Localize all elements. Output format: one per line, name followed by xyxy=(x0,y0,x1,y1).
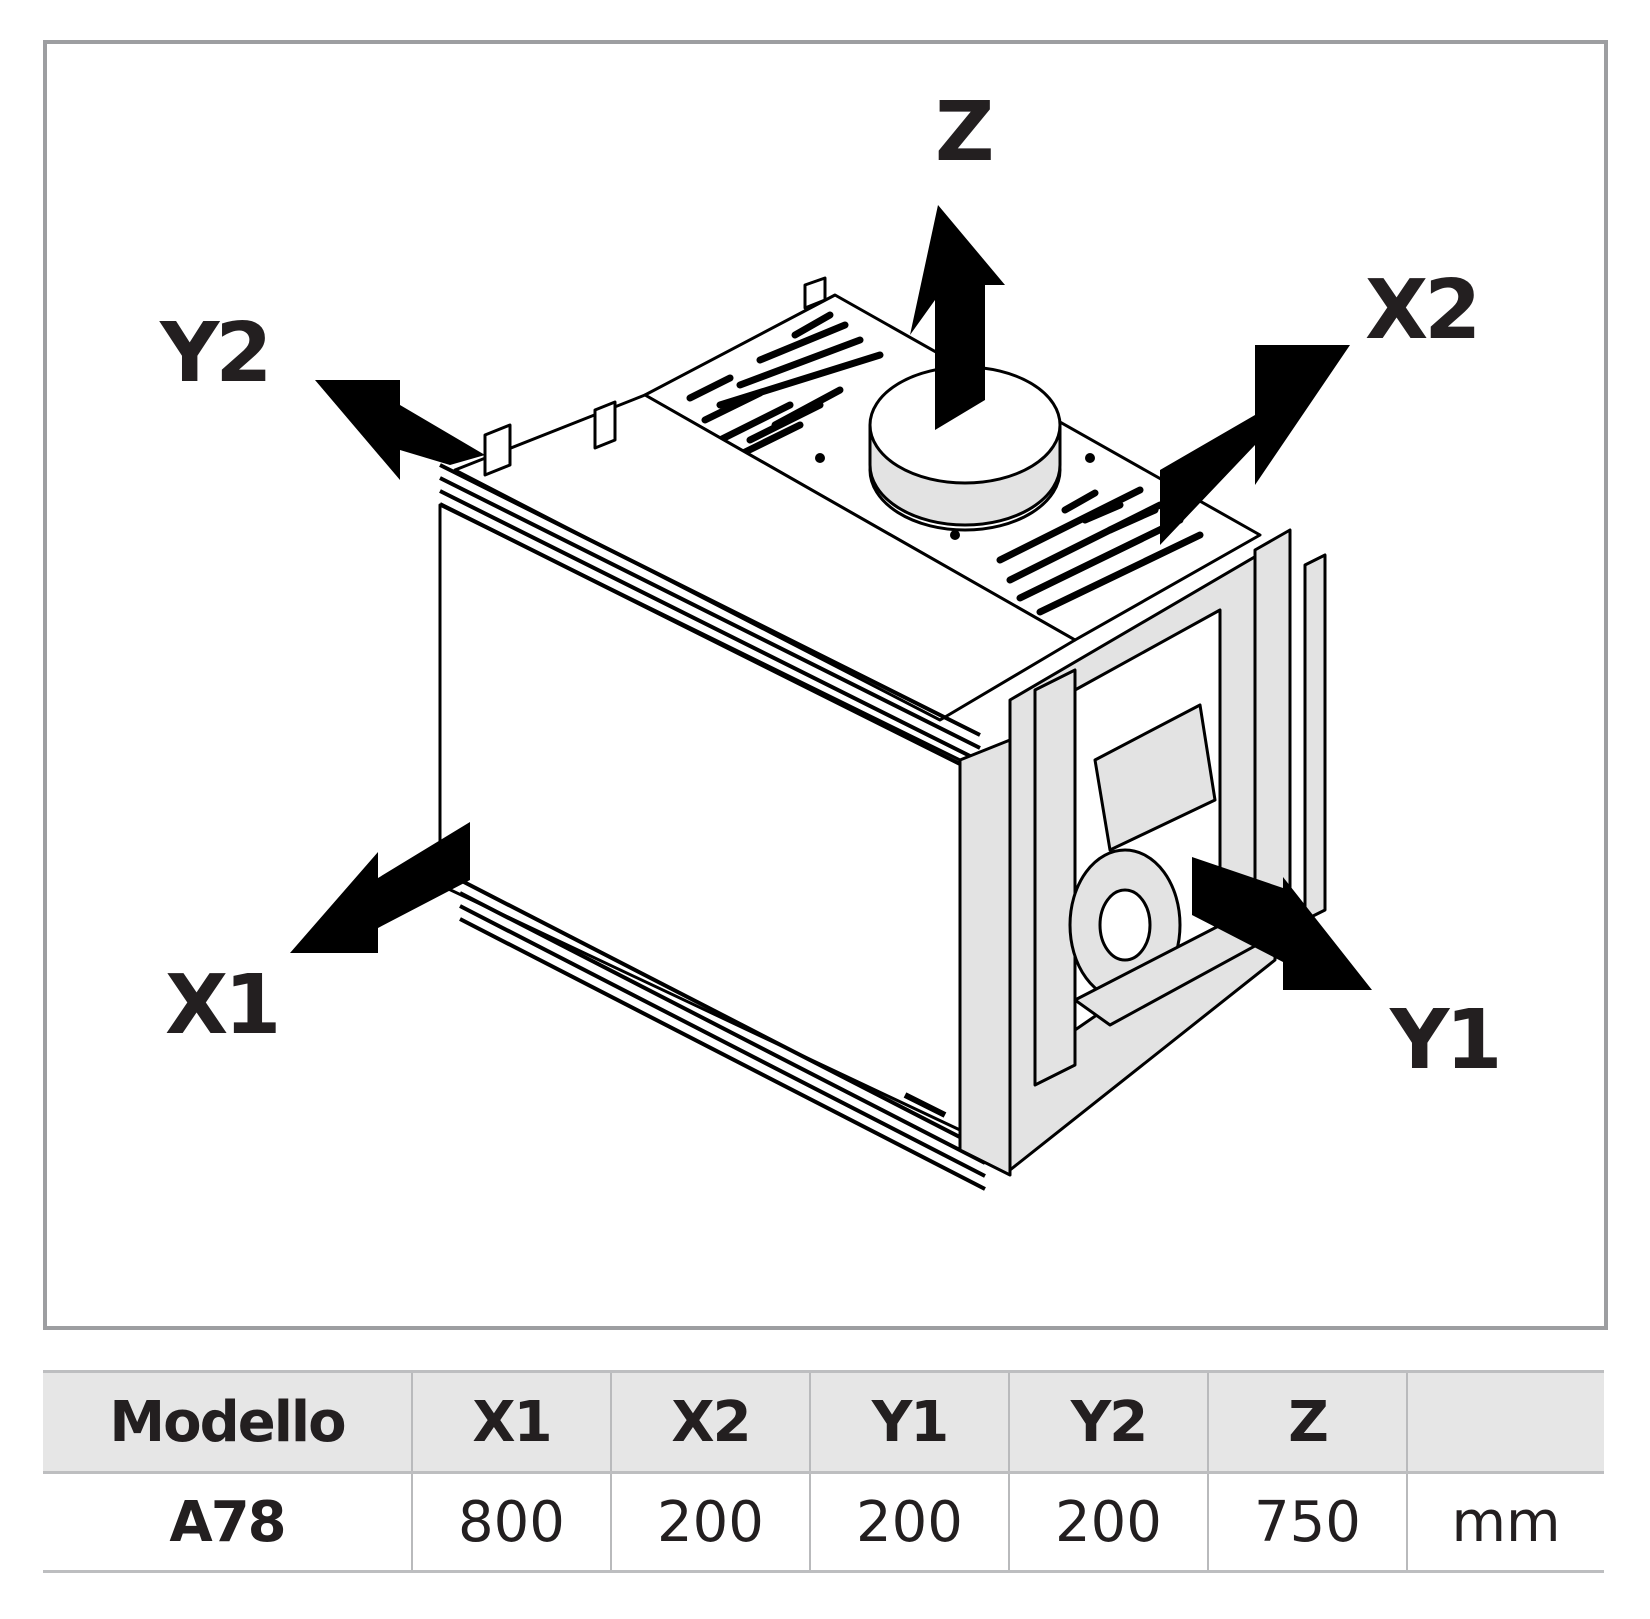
arrow-z-icon xyxy=(910,205,1005,430)
fireplace-body xyxy=(438,276,1327,1191)
header-y1: Y1 xyxy=(809,1371,1010,1473)
arrow-x2-icon xyxy=(1160,345,1350,545)
back-bracket-top xyxy=(803,276,827,310)
side-upright-back xyxy=(1253,528,1292,927)
label-x1: X1 xyxy=(165,958,281,1053)
table-row: A78 800 200 200 200 750 mm xyxy=(43,1472,1604,1572)
label-z: Z xyxy=(935,85,995,180)
label-y2: Y2 xyxy=(160,306,272,401)
front-frame-right xyxy=(958,738,1012,1177)
clearance-table: Modello X1 X2 Y1 Y2 Z A78 800 200 200 20… xyxy=(43,1370,1604,1573)
header-y2: Y2 xyxy=(1008,1371,1209,1473)
vent-slots-right xyxy=(996,486,1204,616)
frame-slats-top xyxy=(439,463,981,776)
label-x2: X2 xyxy=(1365,263,1481,358)
cell-unit: mm xyxy=(1406,1472,1604,1572)
clearance-arrows xyxy=(290,205,1372,990)
label-y1: Y1 xyxy=(1390,993,1502,1088)
arrow-y1-icon xyxy=(1192,857,1372,990)
table-header-row: Modello X1 X2 Y1 Y2 Z xyxy=(43,1371,1604,1473)
back-bracket-right xyxy=(593,400,617,450)
control-board xyxy=(1093,703,1217,852)
cell-y2: 200 xyxy=(1008,1472,1209,1572)
arrow-x1-icon xyxy=(290,822,470,953)
top-rail xyxy=(453,393,1077,722)
cell-y1: 200 xyxy=(809,1472,1010,1572)
back-bracket-left xyxy=(483,423,512,477)
cell-x2: 200 xyxy=(610,1472,811,1572)
header-z: Z xyxy=(1207,1371,1408,1473)
blower-fan-hub xyxy=(1098,888,1152,962)
header-unit xyxy=(1406,1371,1604,1473)
bolts xyxy=(815,453,1095,540)
header-x1: X1 xyxy=(411,1371,612,1473)
wall-bracket xyxy=(1303,553,1327,922)
header-x2: X2 xyxy=(610,1371,811,1473)
brand-mark xyxy=(903,1092,947,1118)
cell-x1: 800 xyxy=(411,1472,612,1572)
cell-z: 750 xyxy=(1207,1472,1408,1572)
frame-slats-bottom xyxy=(459,878,986,1191)
cell-model: A78 xyxy=(43,1472,413,1572)
side-upright-front xyxy=(1033,668,1077,1087)
arrow-y2-icon xyxy=(315,380,485,480)
fireplace-clearance-diagram xyxy=(290,205,1372,1191)
header-model: Modello xyxy=(43,1371,413,1473)
